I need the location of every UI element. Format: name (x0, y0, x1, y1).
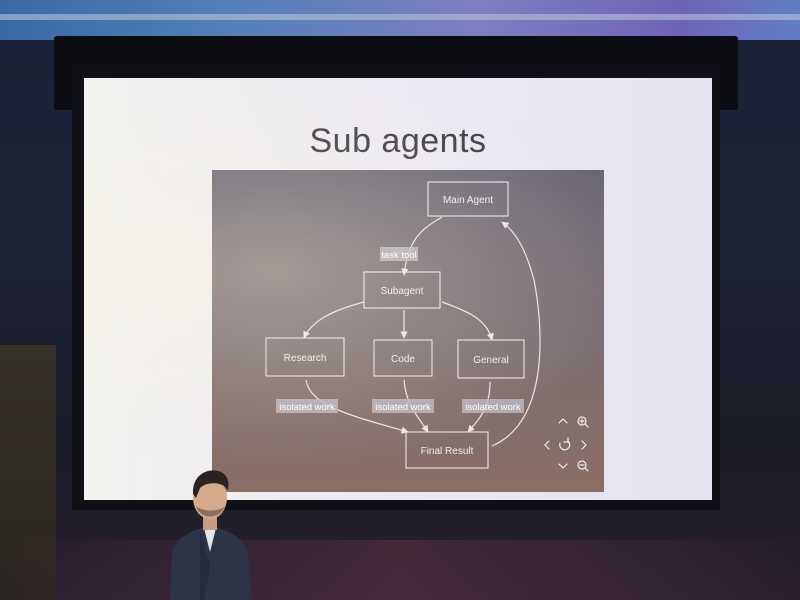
edge-label-isolated-work-2: isolated work (375, 402, 431, 413)
node-final-result-label: Final Result (421, 446, 474, 457)
node-general-label: General (473, 355, 509, 366)
flow-diagram: Main Agent Subagent Research Code Genera… (212, 170, 604, 492)
ceiling-lights (0, 0, 800, 40)
edge-final-to-main (491, 221, 541, 447)
node-final-result (405, 431, 489, 469)
zoom-in-icon (577, 416, 589, 428)
edge-subagent-to-research (303, 301, 365, 339)
diagram-svg: Main Agent Subagent Research Code Genera… (265, 181, 589, 472)
lighting-truss (0, 14, 800, 20)
edge-label-isolated-work-3: isolated work (465, 402, 521, 413)
projector-screen: Sub agents (84, 78, 712, 500)
zoom-out-icon (577, 460, 589, 472)
edge-label-task-tool: task tool (381, 250, 416, 261)
node-code (373, 339, 433, 377)
edge-subagent-to-general (441, 301, 494, 341)
node-subagent-label: Subagent (381, 286, 424, 297)
pan-down-icon (558, 463, 568, 469)
pan-left-icon (544, 440, 550, 450)
pan-up-icon (558, 418, 568, 424)
pan-right-icon (581, 440, 587, 450)
stage-floor-glow (0, 540, 800, 600)
edge-label-isolated-work-1: isolated work (279, 402, 335, 413)
node-main-agent (427, 181, 509, 217)
presenter (170, 470, 252, 600)
reset-icon (559, 437, 571, 451)
node-main-agent-label: Main Agent (443, 195, 493, 206)
stage-wall-panel (0, 345, 56, 600)
node-research-label: Research (284, 353, 327, 364)
node-subagent (363, 271, 441, 309)
edge-main-to-subagent (401, 216, 443, 276)
node-general (457, 339, 525, 379)
slide-title: Sub agents (309, 122, 487, 160)
node-research (265, 337, 345, 377)
node-code-label: Code (391, 354, 415, 365)
